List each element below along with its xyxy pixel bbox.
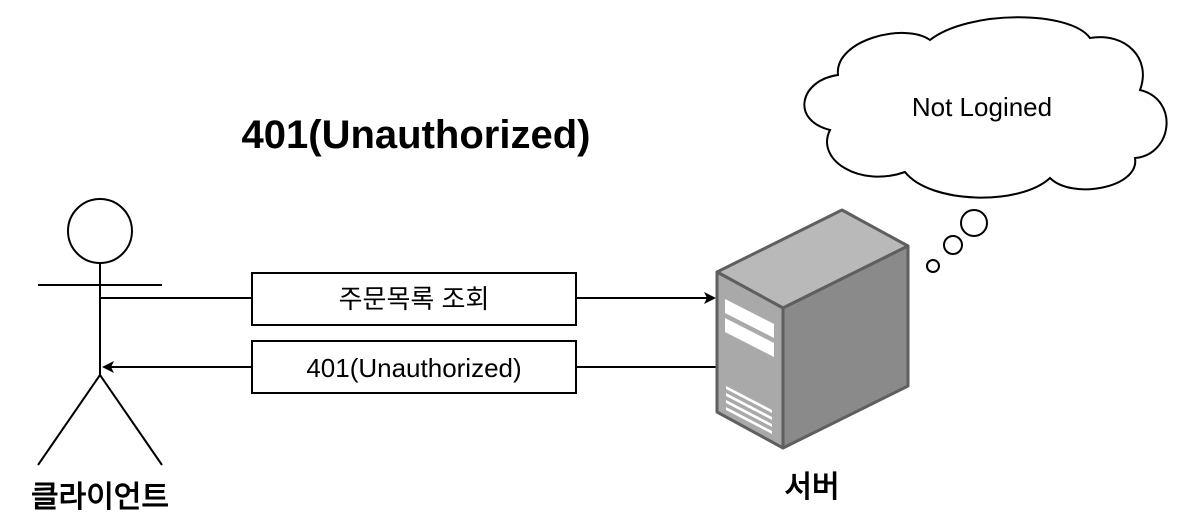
client-label: 클라이언트 — [31, 480, 169, 515]
thought-bubble-large — [960, 209, 988, 237]
actor-head — [67, 198, 133, 264]
thought-bubble-small — [926, 259, 940, 273]
client-actor — [37, 198, 163, 466]
thought-cloud — [803, 16, 1168, 273]
request-label: 주문목록 조회 — [339, 284, 490, 314]
request-box — [251, 272, 577, 326]
thought-bubble-medium — [943, 235, 963, 255]
server-label: 서버 — [784, 470, 839, 505]
server-icon — [715, 208, 910, 450]
thought-text: Not Logined — [912, 92, 1052, 122]
diagram-title: 401(Unauthorized) — [242, 113, 591, 157]
response-label: 401(Unauthorized) — [306, 353, 521, 383]
actor-left-leg — [37, 374, 101, 466]
actor-right-leg — [99, 374, 163, 466]
